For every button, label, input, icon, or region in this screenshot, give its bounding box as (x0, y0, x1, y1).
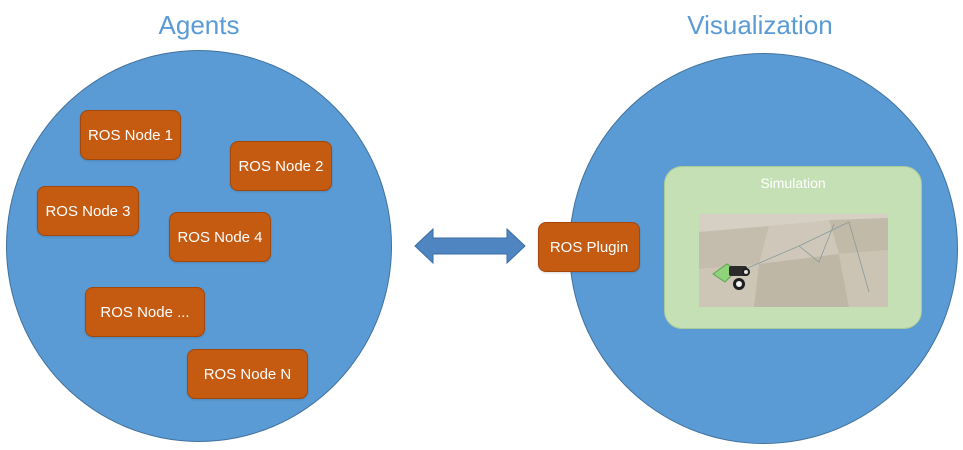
visualization-title: Visualization (687, 10, 833, 40)
ros-plugin-box: ROS Plugin (538, 222, 640, 272)
agents-title: Agents (158, 10, 240, 40)
ros-node-n-box: ROS Node N (187, 349, 308, 399)
simulation-view-image (699, 214, 888, 307)
ros-node-2-box: ROS Node 2 (230, 141, 332, 191)
ros-node-1-box: ROS Node 1 (80, 110, 181, 160)
ros-node-3-box: ROS Node 3 (37, 186, 139, 236)
bidirectional-arrow-icon (414, 228, 526, 264)
ros-node-ellipsis-box: ROS Node ... (85, 287, 205, 337)
simulation-label: Simulation (760, 175, 826, 191)
ros-node-4-box: ROS Node 4 (169, 212, 271, 262)
simulation-panel: Simulation (664, 166, 922, 329)
